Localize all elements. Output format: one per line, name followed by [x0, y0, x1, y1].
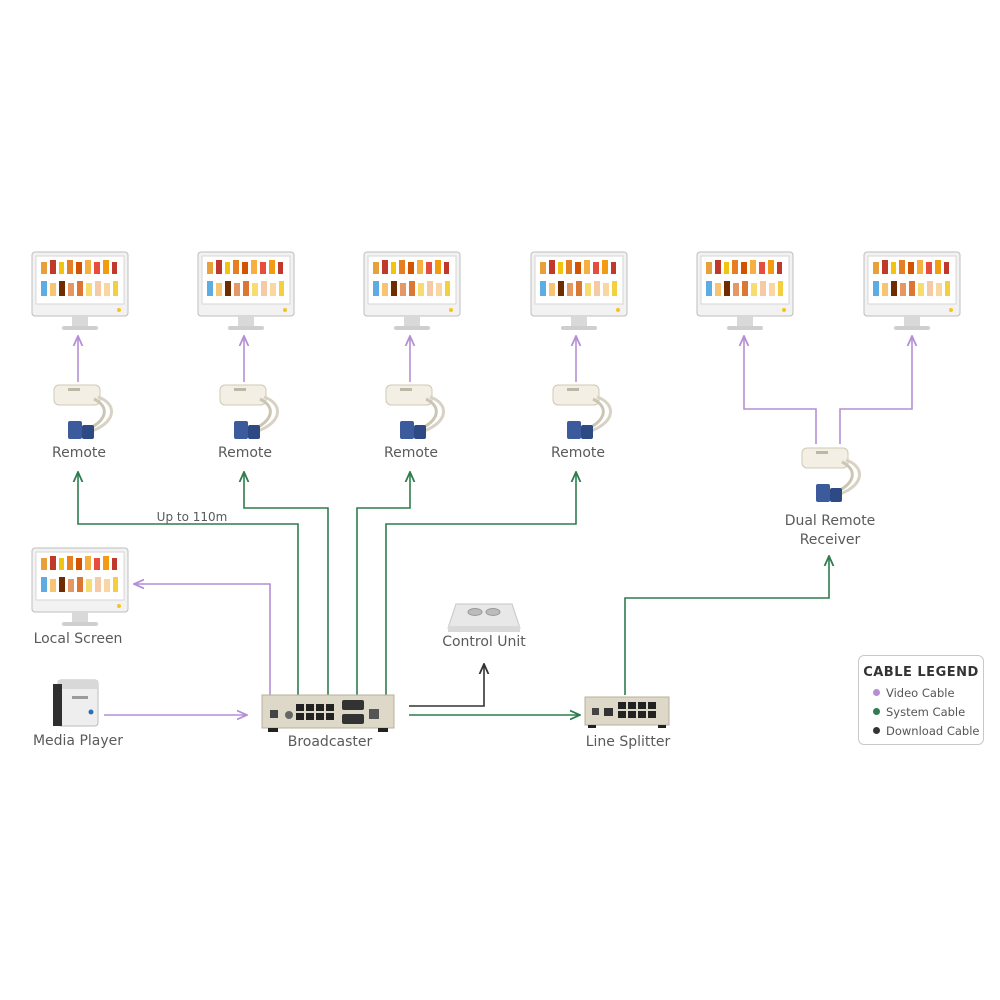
display-monitor — [863, 251, 961, 331]
cable-legend: CABLE LEGEND Video Cable System Cable Do… — [858, 655, 984, 745]
display-monitor — [363, 251, 461, 331]
remote-label: Remote — [51, 445, 107, 461]
remote-label: Remote — [383, 445, 439, 461]
legend-dot-icon — [873, 708, 880, 715]
display-monitor — [696, 251, 794, 331]
legend-item-label: Download Cable — [886, 724, 980, 738]
broadcaster-label: Broadcaster — [287, 734, 373, 750]
system-cable — [78, 472, 299, 695]
media-player-label: Media Player — [32, 733, 124, 749]
media-player-icon — [53, 679, 99, 727]
legend-dot-icon — [873, 727, 880, 734]
system-cables — [78, 472, 829, 715]
legend-item-system: System Cable — [873, 705, 965, 719]
broadcaster-icon — [261, 694, 395, 732]
video-cable — [839, 336, 912, 444]
legend-item-video: Video Cable — [873, 686, 955, 700]
remote-receiver-icon — [551, 383, 613, 441]
display-monitor — [31, 251, 129, 331]
system-cable — [244, 472, 329, 695]
dual-remote-receiver-icon — [800, 446, 862, 504]
download-cable — [409, 664, 484, 707]
control-unit-label: Control Unit — [442, 634, 526, 650]
legend-item-label: Video Cable — [886, 686, 955, 700]
line-splitter-icon — [584, 696, 670, 728]
system-cable — [356, 472, 410, 695]
legend-item-label: System Cable — [886, 705, 966, 719]
video-cable — [134, 584, 271, 695]
dual-remote-receiver-label: Dual Remote Receiver — [784, 513, 876, 548]
local-screen-label: Local Screen — [33, 631, 123, 647]
system-cable — [624, 556, 829, 695]
display-monitor — [530, 251, 628, 331]
control-unit-icon — [447, 603, 521, 632]
remote-receiver-icon — [218, 383, 280, 441]
legend-title: CABLE LEGEND — [863, 665, 979, 680]
remote-label: Remote — [550, 445, 606, 461]
system-cable — [385, 472, 576, 695]
remote-receiver-icon — [52, 383, 114, 441]
remote-label: Remote — [217, 445, 273, 461]
line-splitter-label: Line Splitter — [585, 734, 671, 750]
distance-annotation: Up to 110m — [156, 510, 228, 524]
video-cables — [78, 336, 912, 715]
legend-dot-icon — [873, 689, 880, 696]
legend-item-download: Download Cable — [873, 724, 979, 738]
remote-receiver-icon — [384, 383, 446, 441]
video-cable — [744, 336, 817, 444]
local-screen-monitor — [31, 547, 129, 627]
display-monitor — [197, 251, 295, 331]
